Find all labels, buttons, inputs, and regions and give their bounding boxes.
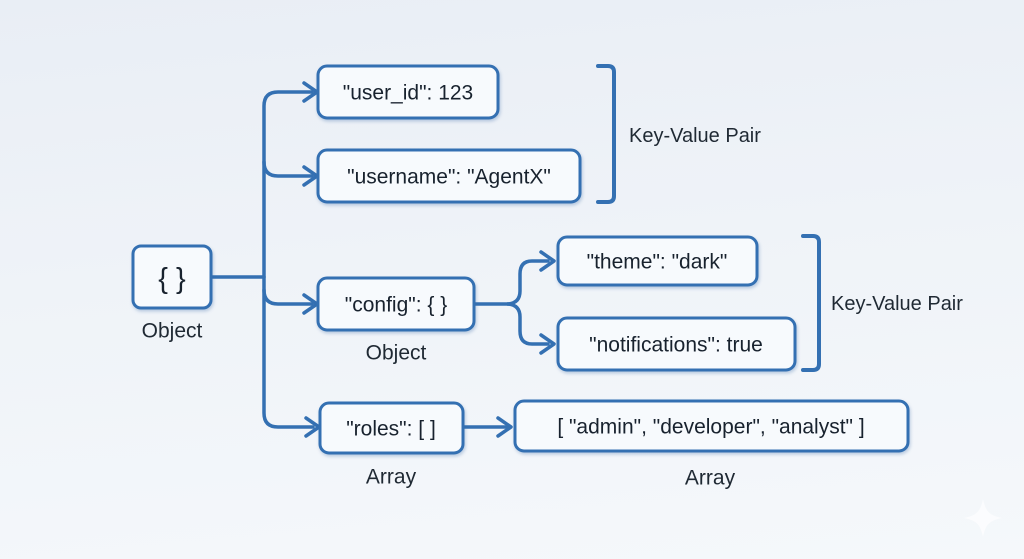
bracket-icon [596,64,616,204]
node-notifications: "notifications": true [556,316,797,372]
node-config-label: Object [366,342,427,365]
config-branch [262,288,314,306]
node-roles-box [318,401,465,455]
annotation-kv-pair-config: Key-Value Pair [801,234,963,372]
node-theme-box [556,235,759,287]
node-root-text: { } [158,263,186,295]
annotation-kv-pair-top: Key-Value Pair [596,64,761,204]
node-theme: "theme": "dark" [556,235,759,287]
node-user-id: "user_id": 123 [316,64,500,120]
arrow-icon [539,250,556,272]
node-roles-value-box [513,399,910,453]
node-root-label: Object [142,320,203,343]
node-roles-value: [ "admin", "developer", "analyst" ] Arra… [513,399,910,490]
kv-pair-config-label: Key-Value Pair [831,293,963,315]
node-config-text: "config": { } [345,294,447,317]
connector-lines [209,90,550,429]
node-roles: "roles": [ ] Array [318,401,465,489]
node-roles-label: Array [366,466,417,489]
notifications-fork [506,302,550,346]
node-root-box [131,244,213,310]
node-notifications-box [556,316,797,372]
node-roles-text: "roles": [ ] [346,418,436,441]
kv-pair-top-label: Key-Value Pair [629,125,761,147]
arrow-icon [496,416,513,438]
node-roles-value-label: Array [685,467,736,490]
theme-fork [506,259,550,306]
username-branch [262,160,314,178]
node-config: "config": { } Object [316,276,476,365]
node-theme-text: "theme": "dark" [587,251,728,274]
node-user-id-text: "user_id": 123 [343,82,474,105]
sparkle-icon [964,499,1002,537]
arrowheads [302,81,556,438]
node-username-text: "username": "AgentX" [347,166,551,189]
node-root-object: { } Object [131,244,213,343]
node-config-box [316,276,476,332]
node-user-id-box [316,64,500,120]
node-username-box [316,148,582,204]
node-username: "username": "AgentX" [316,148,582,204]
bracket-icon [801,234,821,372]
node-roles-value-text: [ "admin", "developer", "analyst" ] [557,416,864,439]
arrow-icon [539,333,556,355]
node-notifications-text: "notifications": true [589,334,763,357]
trunk-connector [262,90,315,429]
